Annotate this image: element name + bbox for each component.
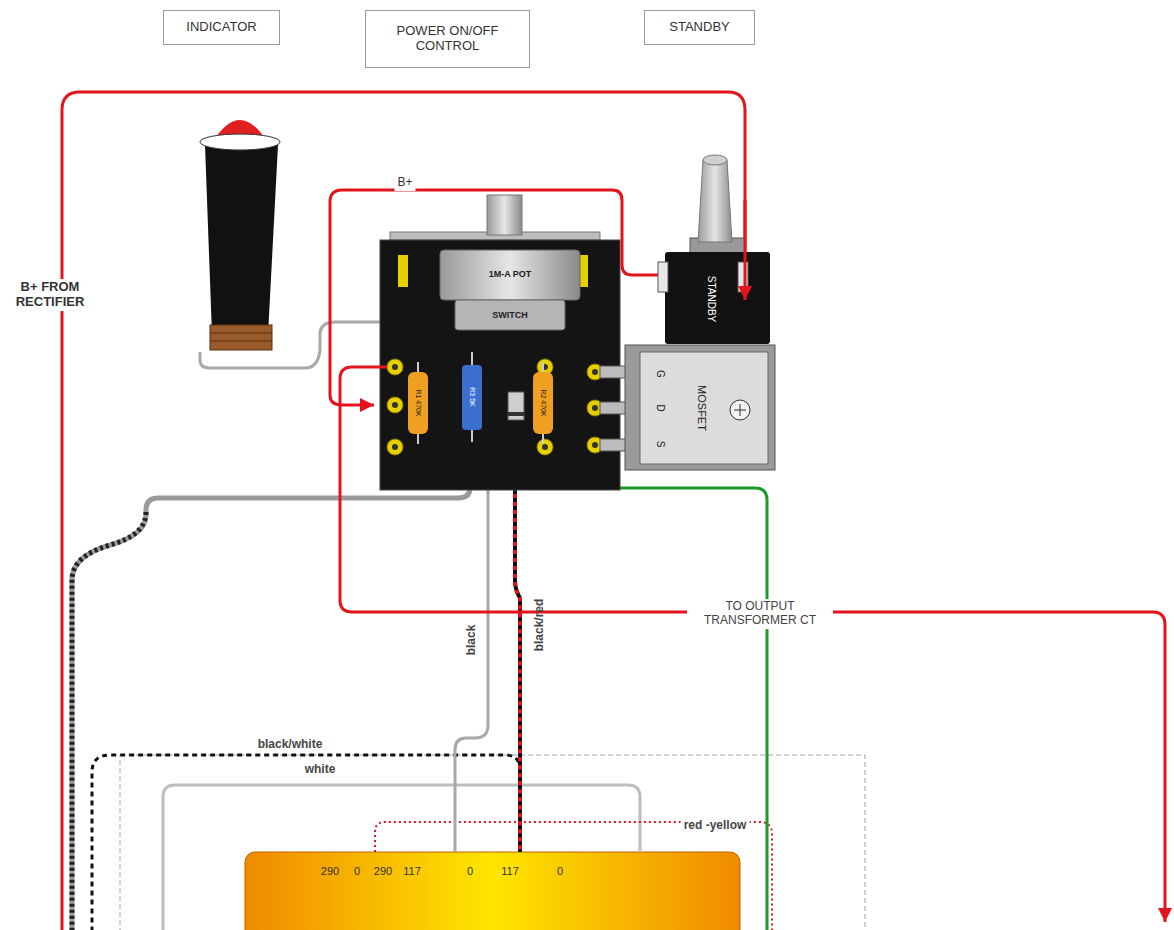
standby-switch: STANDBY [690,256,732,342]
pot-switch [455,300,565,330]
circuit-board [380,240,620,490]
indicator-body [205,145,278,335]
node-text: 290 [321,865,339,878]
wire-label: B+ [394,175,415,191]
switch-terminal [658,262,668,292]
power-transformer [245,852,740,930]
white-wire [163,785,640,930]
wire-label: R2 470K [539,389,547,416]
wire-label: TO OUTPUT TRANSFORMER CT [687,599,833,629]
red-yellow-wire [375,822,772,930]
wire-label: R3 5K [468,387,476,406]
node-text: 117 [501,865,519,878]
wire-label: black/white [255,737,326,753]
b-plus-rectifier-wire [62,92,745,930]
resistor-r2 [533,372,553,434]
node-text: POWER ON/OFF CONTROL [388,24,508,54]
b-plus-standby-wire [330,190,660,405]
resistor-r3 [462,365,482,430]
node-text: 0 [354,865,360,878]
diode [508,392,524,420]
node-text: 0 [557,865,563,878]
wire-label: B+ FROM RECTIFIER [13,279,88,311]
ground-wire [395,455,767,930]
wire-label: black/red [533,599,547,652]
node-text: 1M-A POT [489,269,532,279]
resistor-r1 [408,372,428,434]
black-red-wire-stripe [515,470,520,852]
switch-label: SWITCH [460,303,560,327]
solder-pads [387,359,603,455]
heading-box: STANDBY [644,10,755,45]
pot-shaft [487,195,522,235]
node-text: SWITCH [492,310,528,320]
black-red-wire [515,470,520,852]
twisted-lead [72,470,470,930]
node-text: STANDBY [669,20,729,35]
board-marking [398,255,408,287]
node-text: INDICATOR [186,20,256,35]
mosfet-tab [625,345,775,470]
power-transformer: 290 0 290 117 0 117 0 [245,852,740,930]
node-text: STANDBY [705,276,717,323]
twisted-lead-stripe [72,512,146,930]
wire-label: red -yellow [681,818,750,834]
mosfet-body [640,352,768,464]
node-text: G [654,370,666,378]
black-wire [455,470,488,852]
node-text: D [654,404,666,411]
wire-label: black [465,625,479,656]
indicator-base [210,325,272,350]
toggle-lever [698,160,732,242]
wire-label: white [302,762,339,778]
mosfet: MOSFET G D S [640,352,768,464]
potentiometer-label: 1M-A POT [445,258,575,290]
node-text: 0 [467,865,473,878]
node-text: 290 [374,865,392,878]
heading-box: POWER ON/OFF CONTROL [365,10,530,68]
indicator-bezel [200,134,280,150]
mounting-hole [730,400,750,420]
standby-switch-body [665,252,770,344]
wire-label: R1 470K [414,389,422,416]
node-text: 117 [403,865,421,878]
node-text: S [654,441,666,448]
potentiometer [440,250,580,300]
node-text: MOSFET [696,385,709,431]
heading-box: INDICATOR [163,10,280,45]
